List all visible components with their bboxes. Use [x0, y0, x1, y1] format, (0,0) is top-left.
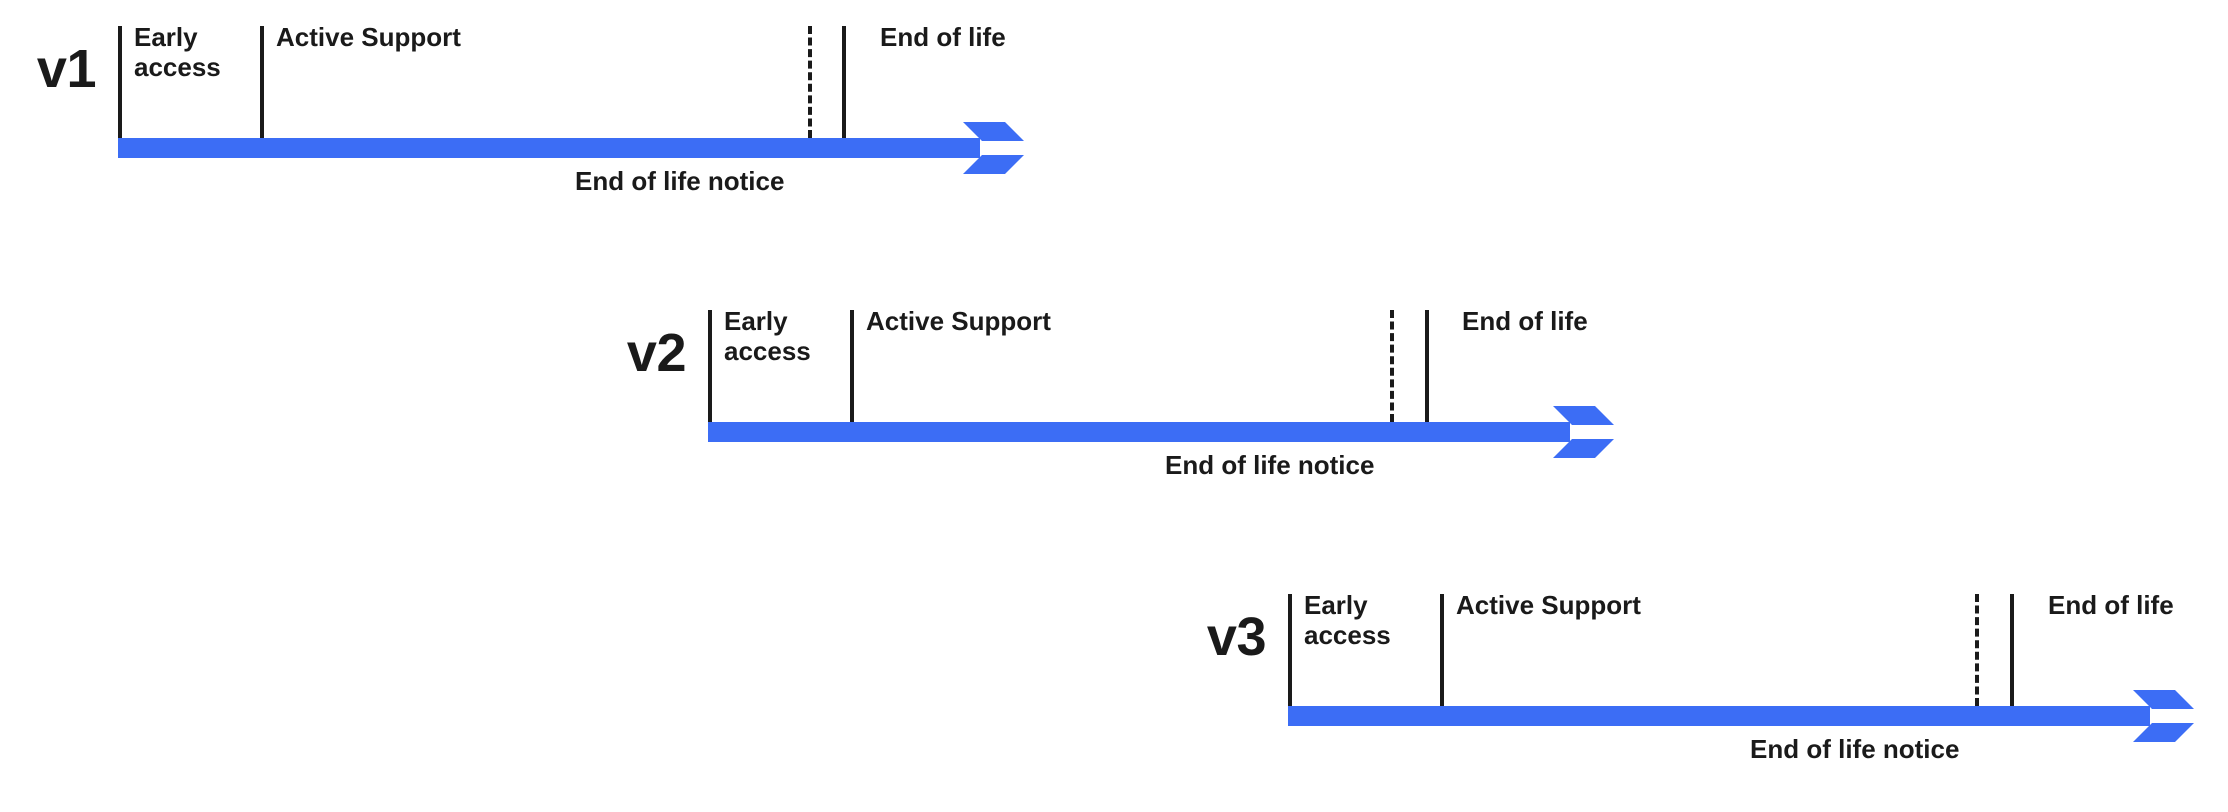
version-label-v2: v2	[626, 323, 687, 383]
boundary-end-of-life-start	[842, 26, 846, 138]
boundary-active-support-start	[260, 26, 264, 138]
arrow-head-icon	[2150, 706, 2196, 726]
timeline-row-v1: v1 Early access Active Support End of li…	[0, 0, 1060, 210]
version-label-v3: v3	[1206, 607, 1267, 667]
boundary-end-of-life-notice-start	[808, 26, 812, 138]
notice-label-end-of-life-notice: End of life notice	[1750, 734, 1960, 764]
boundary-early-access-start	[708, 310, 712, 422]
phase-label-early-access: Early access	[724, 306, 811, 366]
boundary-end-of-life-start	[2010, 594, 2014, 706]
boundary-end-of-life-notice-start	[1390, 310, 1394, 422]
phase-label-active-support: Active Support	[276, 22, 461, 52]
notice-label-end-of-life-notice: End of life notice	[575, 166, 785, 196]
boundary-end-of-life-start	[1425, 310, 1429, 422]
phase-label-end-of-life: End of life	[2048, 590, 2174, 620]
boundary-early-access-start	[118, 26, 122, 138]
timeline-row-v3: v3 Early access Active Support End of li…	[1170, 568, 2228, 778]
phase-label-end-of-life: End of life	[880, 22, 1006, 52]
phase-label-end-of-life: End of life	[1462, 306, 1588, 336]
phase-label-early-access: Early access	[1304, 590, 1391, 650]
boundary-end-of-life-notice-start	[1975, 594, 1979, 706]
arrow-head-icon	[980, 138, 1026, 158]
version-label-v1: v1	[36, 39, 97, 99]
timeline-track-v1: Early access Active Support End of life …	[118, 0, 1060, 210]
phase-label-active-support: Active Support	[866, 306, 1051, 336]
phase-label-active-support: Active Support	[1456, 590, 1641, 620]
timeline-shaft-v3	[1288, 706, 2150, 726]
timeline-row-v2: v2 Early access Active Support End of li…	[590, 284, 1650, 494]
timeline-shaft-v1	[118, 138, 980, 158]
arrow-head-icon	[1570, 422, 1616, 442]
boundary-active-support-start	[1440, 594, 1444, 706]
timeline-track-v3: Early access Active Support End of life …	[1288, 568, 2228, 778]
notice-label-end-of-life-notice: End of life notice	[1165, 450, 1375, 480]
timeline-shaft-v2	[708, 422, 1570, 442]
boundary-active-support-start	[850, 310, 854, 422]
boundary-early-access-start	[1288, 594, 1292, 706]
phase-label-early-access: Early access	[134, 22, 221, 82]
timeline-track-v2: Early access Active Support End of life …	[708, 284, 1650, 494]
